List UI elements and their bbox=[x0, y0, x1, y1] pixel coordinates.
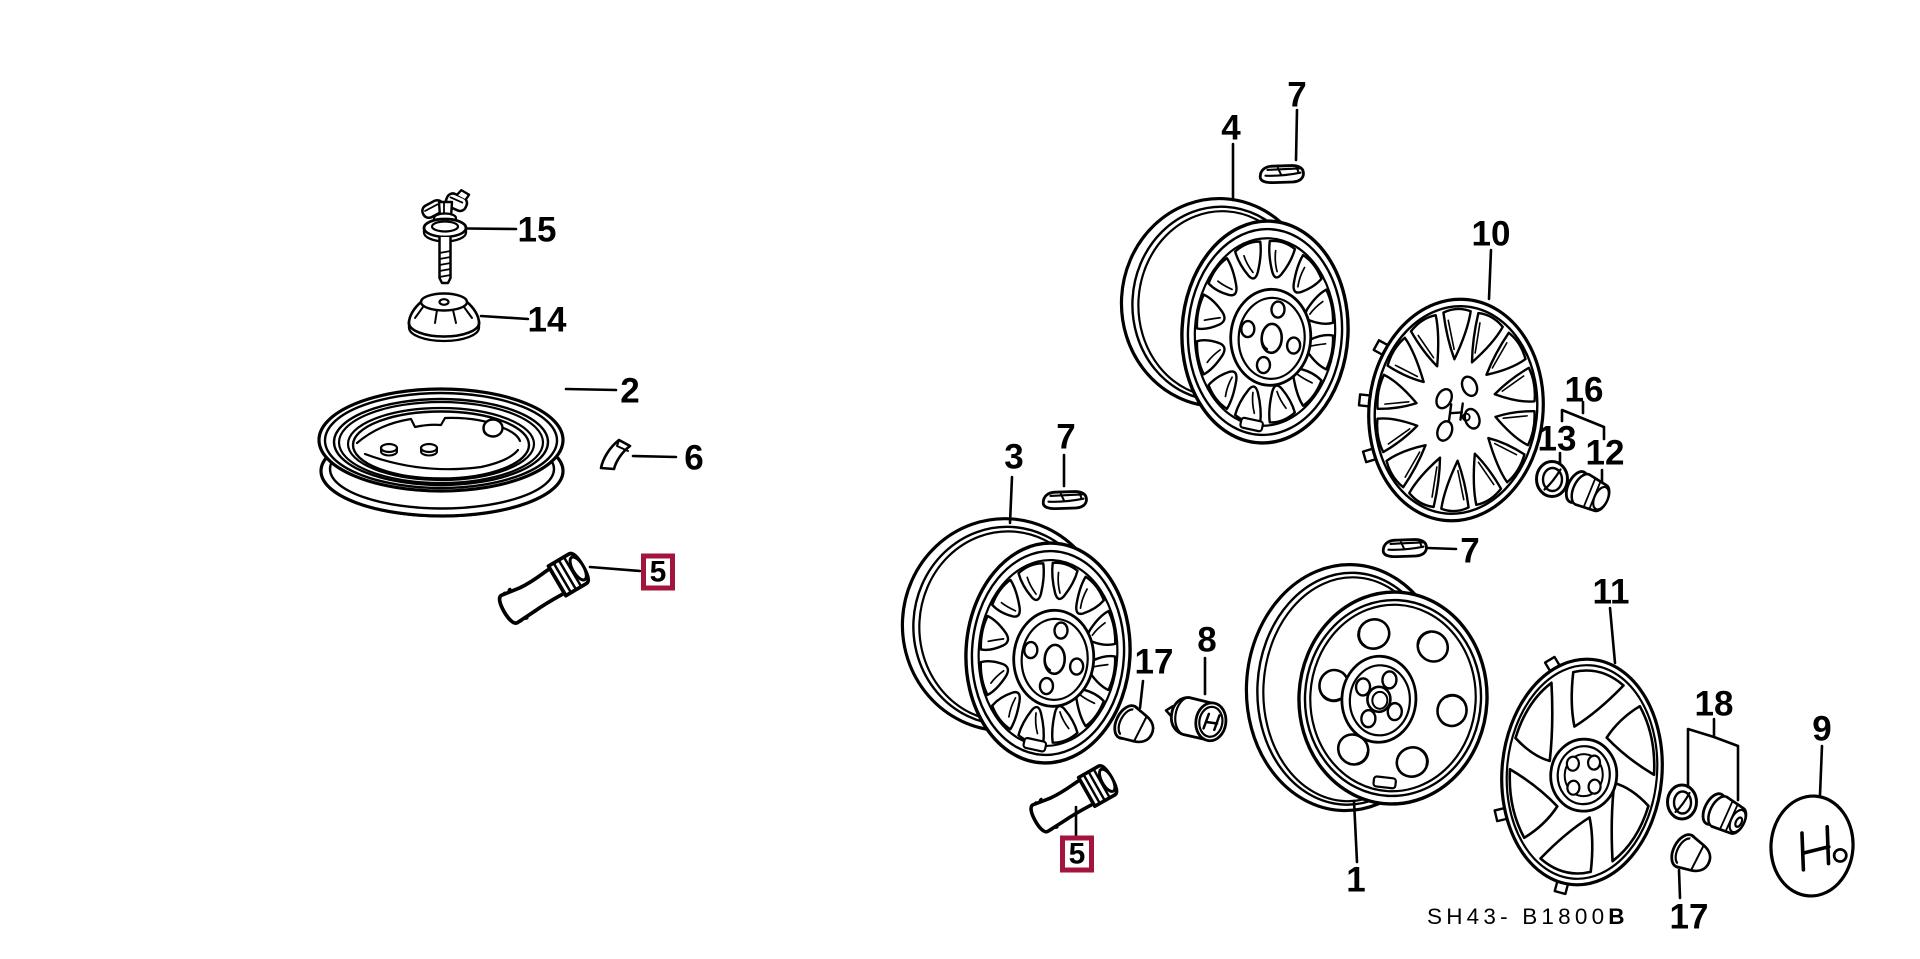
callout-16[interactable]: 16 bbox=[1564, 370, 1604, 410]
callout-5-box[interactable]: 5 bbox=[641, 553, 675, 591]
lock-nut-icon bbox=[1701, 792, 1748, 835]
callout-15[interactable]: 15 bbox=[517, 210, 557, 250]
part-2-spare-rim-drawing bbox=[317, 387, 565, 518]
callout-5-box[interactable]: 5 bbox=[1060, 835, 1094, 873]
callout-17[interactable]: 17 bbox=[1669, 897, 1709, 937]
center-cap-icon bbox=[1164, 696, 1228, 743]
part-7-weight-a-drawing bbox=[1258, 164, 1305, 185]
callout-13[interactable]: 13 bbox=[1537, 419, 1577, 459]
grommet-icon bbox=[1666, 783, 1698, 821]
part-7-weight-c-drawing bbox=[1381, 538, 1428, 559]
part-10-wheel-cover-drawing bbox=[1357, 297, 1545, 523]
diagram-code-suffix: B bbox=[1608, 904, 1625, 929]
callout-2[interactable]: 2 bbox=[620, 371, 640, 411]
part-6-weight-drawing bbox=[599, 438, 632, 471]
callout-10[interactable]: 10 bbox=[1471, 214, 1511, 254]
callout-label: 5 bbox=[1065, 839, 1089, 869]
callout-14[interactable]: 14 bbox=[527, 300, 567, 340]
center-cap-icon bbox=[1769, 794, 1855, 898]
part-13-ring-drawing bbox=[1535, 460, 1569, 498]
callout-4[interactable]: 4 bbox=[1221, 108, 1241, 148]
part-14-spacer-drawing bbox=[407, 292, 481, 343]
lug-nut-icon bbox=[1670, 833, 1712, 873]
part-4-wheel-drawing bbox=[1119, 196, 1350, 445]
diagram-code: SH43- B1800B bbox=[1427, 903, 1625, 930]
callout-1[interactable]: 1 bbox=[1346, 860, 1366, 900]
part-11-wheel-cover-drawing bbox=[1493, 655, 1664, 896]
callout-7[interactable]: 7 bbox=[1056, 417, 1076, 457]
balance-weight-icon bbox=[1258, 164, 1305, 185]
valve-icon bbox=[497, 551, 591, 625]
balance-weight-icon bbox=[1381, 538, 1428, 559]
callout-6[interactable]: 6 bbox=[684, 438, 704, 478]
steel-wheel-icon bbox=[900, 517, 1132, 765]
part-5-valve-bottom-drawing bbox=[1029, 764, 1119, 834]
callout-11[interactable]: 11 bbox=[1592, 572, 1630, 612]
callout-17[interactable]: 17 bbox=[1134, 642, 1174, 682]
spare-rim-icon bbox=[317, 387, 565, 518]
part-3-wheel-drawing bbox=[900, 517, 1132, 765]
callout-7[interactable]: 7 bbox=[1460, 531, 1480, 571]
leader-lines bbox=[465, 108, 1824, 900]
part-15-wing-bolt-drawing bbox=[421, 188, 471, 285]
callout-label: 5 bbox=[646, 557, 670, 587]
spacer-cone-icon bbox=[407, 292, 481, 343]
part-18a-washer-drawing bbox=[1666, 783, 1698, 821]
part-8-center-cap-drawing bbox=[1164, 696, 1228, 743]
steel-wheel-icon bbox=[1119, 196, 1350, 445]
callout-7[interactable]: 7 bbox=[1287, 75, 1307, 115]
part-9-center-cap-drawing bbox=[1769, 794, 1855, 898]
wing-bolt-icon bbox=[421, 188, 471, 285]
diagram-code-prefix: SH43- B1800 bbox=[1427, 904, 1609, 929]
steel-wheel-icon bbox=[1244, 563, 1489, 813]
part-7-weight-b-drawing bbox=[1041, 490, 1088, 511]
wedge-weight-icon bbox=[599, 438, 632, 471]
part-17-nut-a-drawing bbox=[1113, 704, 1155, 744]
wheel-cover-icon bbox=[1357, 297, 1545, 523]
balance-weight-icon bbox=[1041, 490, 1088, 511]
lock-nut-icon bbox=[1564, 470, 1611, 513]
callout-8[interactable]: 8 bbox=[1197, 620, 1217, 660]
lug-nut-icon bbox=[1113, 704, 1155, 744]
grommet-icon bbox=[1535, 460, 1569, 498]
wheel-cover-icon bbox=[1493, 655, 1664, 896]
callout-18[interactable]: 18 bbox=[1694, 684, 1734, 724]
part-5-valve-left-drawing bbox=[497, 551, 591, 625]
callout-12[interactable]: 12 bbox=[1585, 433, 1625, 473]
valve-icon bbox=[1029, 764, 1119, 834]
callout-9[interactable]: 9 bbox=[1812, 709, 1832, 749]
part-18b-nut-drawing bbox=[1701, 792, 1748, 835]
part-1-wheel-drawing bbox=[1244, 563, 1489, 813]
callout-3[interactable]: 3 bbox=[1004, 437, 1024, 477]
part-17-nut-b-drawing bbox=[1670, 833, 1712, 873]
part-12-lock-nut-drawing bbox=[1564, 470, 1611, 513]
